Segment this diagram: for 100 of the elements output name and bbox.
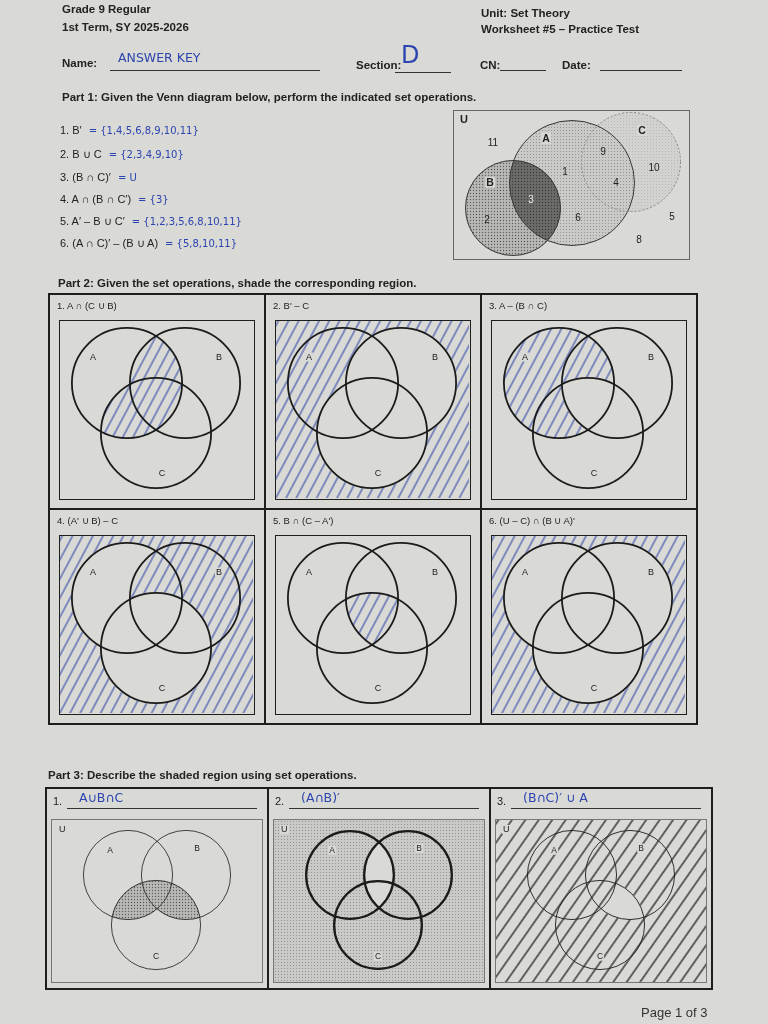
set-circle: [555, 880, 645, 970]
set-circle: [363, 830, 453, 920]
fill-in-line: A∪B∩C: [67, 790, 257, 809]
set-circle: [129, 542, 241, 654]
set-circle: [71, 327, 183, 439]
field-label: Date:: [562, 59, 591, 73]
set-circle: [561, 327, 673, 439]
question-panel: [45, 787, 269, 990]
question-panel: [267, 787, 491, 990]
universe-label: U: [280, 825, 289, 834]
set-circle: [333, 880, 423, 970]
set-label: A: [89, 352, 97, 362]
question-panel: [480, 293, 698, 510]
question-text: 2. B' – C: [273, 300, 310, 312]
universe-label: U: [459, 114, 469, 125]
handwritten-answer: = {3}: [138, 194, 169, 205]
field-label: Section:: [356, 59, 402, 73]
field-label: CN:: [480, 59, 501, 73]
set-label: C: [157, 683, 167, 693]
question-text: 4. A ∩ (B ∩ C′): [60, 193, 132, 205]
set-label: B: [431, 567, 439, 577]
set-label: B: [215, 567, 223, 577]
hatched-universe-box: [275, 320, 471, 500]
handwritten-answer: = {2,3,4,9,10}: [108, 149, 184, 160]
set-label: B: [637, 843, 645, 853]
universe-box: [51, 819, 263, 983]
region-number: 8: [636, 235, 642, 245]
question-panel: [489, 787, 713, 990]
set-circle: [316, 377, 428, 489]
set-circle: [287, 327, 399, 439]
set-circle: [503, 542, 615, 654]
region-number: 6: [575, 213, 581, 223]
set-circle: [141, 830, 231, 920]
question-text: 5. B ∩ (C – A'): [273, 515, 334, 527]
set-circle: [532, 377, 644, 489]
set-label: C: [595, 951, 605, 961]
part-heading: Part 3: Describe the shaded region using set operations.: [48, 769, 357, 783]
fill-in-line: ANSWER KEY: [110, 50, 320, 71]
header-text: 1st Term, SY 2025-2026: [62, 21, 189, 35]
set-label: A: [521, 352, 529, 362]
set-label: C: [589, 683, 599, 693]
set-label: A: [305, 352, 313, 362]
set-circle: [561, 542, 673, 654]
set-label: A: [328, 845, 336, 855]
set-circle: [305, 830, 395, 920]
set-circle: [129, 327, 241, 439]
set-label: C: [157, 468, 167, 478]
handwritten-answer: = U: [117, 172, 137, 183]
question-panel: [480, 508, 698, 725]
question-number: 1.: [53, 795, 63, 809]
question-text: 6. (A ∩ C)′ – (B ∪ A): [60, 237, 159, 250]
set-circle: [345, 542, 457, 654]
set-circle: [585, 830, 675, 920]
question-number: 3.: [497, 795, 507, 809]
question-text: 3. (B ∩ C)′: [60, 171, 111, 183]
question-text: 6. (U – C) ∩ (B ∪ A)': [489, 515, 575, 527]
hatched-universe-box: [495, 819, 707, 983]
hatched-universe-box: [491, 535, 687, 715]
set-label: C: [373, 683, 383, 693]
header-text: Unit: Set Theory: [481, 7, 570, 21]
set-label: B: [193, 843, 201, 853]
handwritten-answer: = {1,4,5,6,8,9,10,11}: [88, 125, 199, 136]
set-label: A: [541, 132, 551, 144]
field-label: Name:: [62, 57, 98, 71]
fill-in-line: (A∩B)′: [289, 790, 479, 809]
universe-label: U: [502, 825, 511, 834]
region-number: 9: [600, 147, 606, 157]
set-label: C: [373, 468, 383, 478]
set-label: A: [305, 567, 313, 577]
hatched-universe-box: [59, 535, 255, 715]
set-circle: [111, 880, 201, 970]
part-heading: Part 2: Given the set operations, shade the corresponding region.: [58, 277, 417, 291]
region-number: 3: [528, 195, 534, 205]
set-circle: [316, 592, 428, 704]
set-circle: [581, 112, 681, 212]
set-label: B: [647, 567, 655, 577]
question-text: 5. A′ – B ∪ C′: [60, 215, 125, 228]
set-circle: [527, 830, 617, 920]
question-panel: [48, 508, 266, 725]
set-label: B: [485, 176, 495, 188]
set-label: B: [647, 352, 655, 362]
handwritten-answer: = {5,8,10,11}: [165, 238, 238, 249]
region-number: 2: [484, 215, 490, 225]
set-label: A: [89, 567, 97, 577]
set-label: B: [415, 843, 423, 853]
set-label: C: [151, 951, 161, 961]
region-number: 4: [613, 178, 619, 188]
set-circle: [71, 542, 183, 654]
universe-box: [491, 320, 687, 500]
set-label: C: [637, 124, 647, 136]
set-circle: [503, 327, 615, 439]
set-label: C: [589, 468, 599, 478]
set-circle: [287, 542, 399, 654]
set-circle: [83, 830, 173, 920]
header-text: Worksheet #5 – Practice Test: [481, 23, 640, 37]
question-text: 1. B′: [60, 124, 82, 136]
universe-box: [275, 535, 471, 715]
set-circle: [100, 592, 212, 704]
question-text: 1. A ∩ (C ∪ B): [57, 300, 117, 312]
part-heading: Part 1: Given the Venn diagram below, perform the indicated set operations.: [62, 91, 477, 105]
